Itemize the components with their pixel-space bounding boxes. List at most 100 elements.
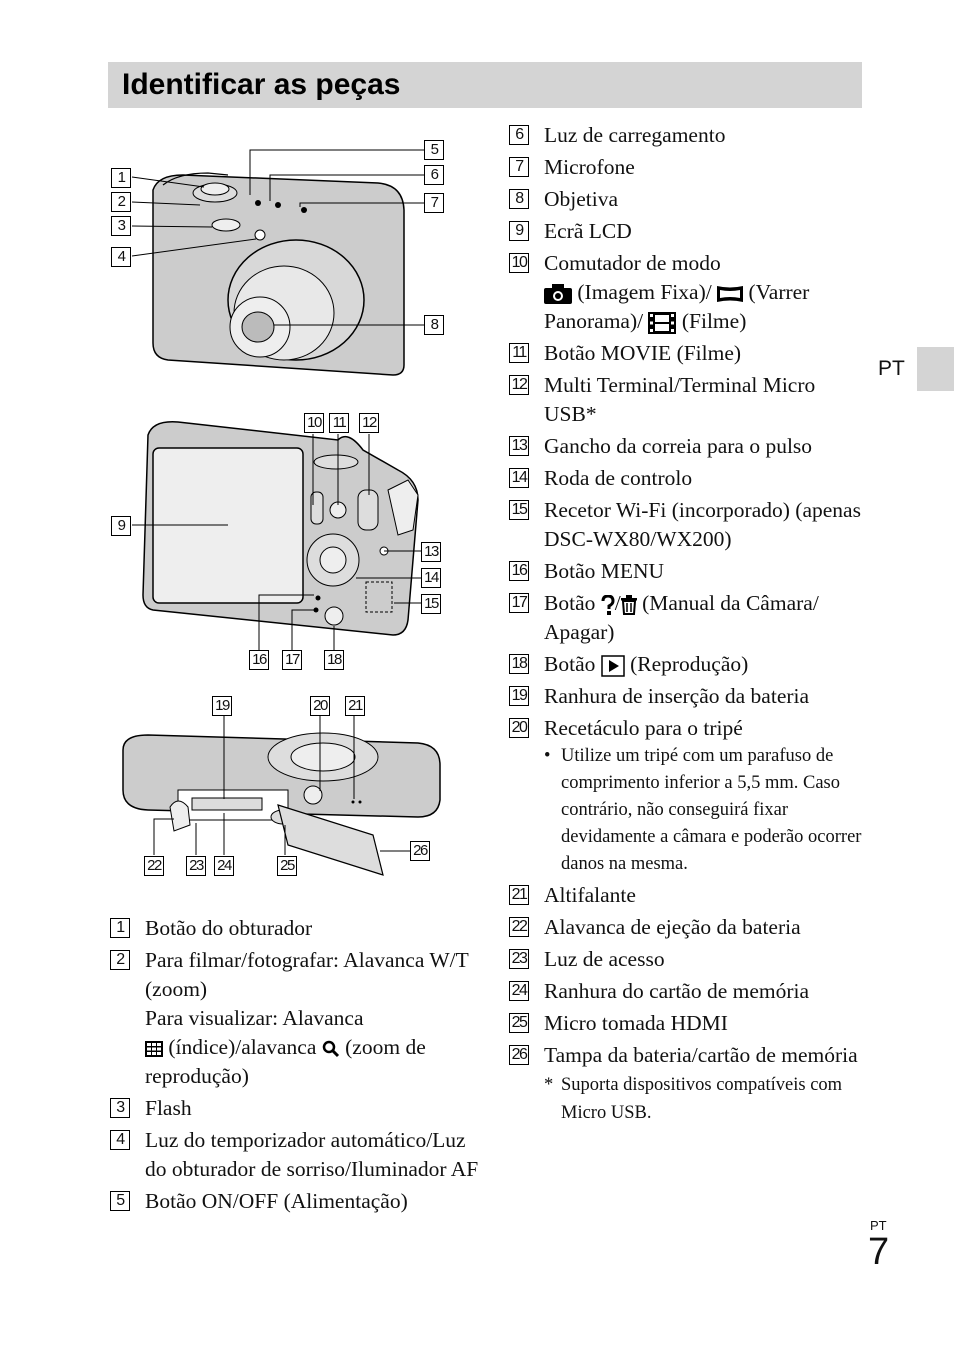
- parts-list-left: 1 Botão do obturador 2 Para filmar/fotog…: [110, 914, 480, 1219]
- item-text: Gancho da correia para o pulso: [544, 434, 813, 458]
- item-text: Botão ON/OFF (Alimentação): [145, 1189, 408, 1213]
- callout-26: 26: [410, 841, 430, 861]
- callout-13: 13: [421, 542, 441, 562]
- list-item: 24 Ranhura do cartão de memória: [509, 977, 869, 1006]
- trash-icon: [620, 595, 637, 616]
- item-text: (zoom de reprodução): [145, 1035, 426, 1088]
- item-number: 15: [509, 500, 529, 520]
- camera-front-illustration: [131, 149, 424, 376]
- callout-17: 17: [282, 650, 302, 670]
- callout-16: 16: [249, 650, 269, 670]
- callout-21: 21: [345, 696, 365, 716]
- item-text-icons: (índice)/alavanca (zoom de reprodução): [145, 1033, 480, 1091]
- item-text: Para visualizar: Alavanca: [145, 1006, 364, 1030]
- callout-9: 9: [111, 516, 131, 536]
- page-lang-label: PT: [870, 1218, 887, 1233]
- item-text: Recetor Wi-Fi (incorporado) (apenas DSC-…: [544, 498, 861, 551]
- item-text: Luz de carregamento: [544, 123, 726, 147]
- item-number: 4: [110, 1130, 130, 1150]
- help-guide-icon: [601, 595, 615, 616]
- camera-still-icon: [544, 284, 572, 305]
- note-text: Utilize um tripé com um parafuso de comp…: [561, 746, 862, 874]
- item-text: Tampa da bateria/cartão de memória: [544, 1043, 858, 1067]
- item-text: Botão MENU: [544, 559, 665, 583]
- item-number: 24: [509, 981, 529, 1001]
- item-number: 22: [509, 917, 529, 937]
- list-item: 20 Recetáculo para o tripé • Utilize um …: [509, 714, 869, 878]
- item-text: Ecrã LCD: [544, 219, 632, 243]
- page-title: Identificar as peças: [122, 68, 401, 101]
- item-text: Botão: [544, 591, 596, 615]
- panorama-icon: [717, 286, 744, 303]
- callout-14: 14: [421, 568, 441, 588]
- item-text: (índice)/alavanca: [168, 1035, 317, 1059]
- side-tab: [917, 347, 954, 391]
- callout-20: 20: [310, 696, 330, 716]
- item-number: 13: [509, 436, 529, 456]
- side-tab-label: PT: [878, 357, 905, 380]
- item-number: 16: [509, 561, 529, 581]
- item-text: Objetiva: [544, 187, 619, 211]
- item-text: Luz de acesso: [544, 947, 665, 971]
- item-number: 19: [509, 686, 529, 706]
- index-grid-icon: [145, 1041, 163, 1058]
- item-number: 1: [110, 918, 130, 938]
- item-text: Para filmar/fotografar: Alavanca W/T (zo…: [145, 948, 469, 1001]
- item-text: Luz do temporizador automático/Luz do ob…: [145, 1128, 479, 1181]
- list-item: 25 Micro tomada HDMI: [509, 1009, 869, 1038]
- item-text: Recetáculo para o tripé: [544, 716, 743, 740]
- callout-12: 12: [359, 413, 379, 433]
- callout-19: 19: [212, 696, 232, 716]
- item-text: Micro tomada HDMI: [544, 1011, 728, 1035]
- list-item: 26 Tampa da bateria/cartão de memória: [509, 1041, 869, 1070]
- item-number: 8: [509, 189, 529, 209]
- item-text: Alavanca de ejeção da bateria: [544, 915, 801, 939]
- callout-7: 7: [424, 193, 444, 213]
- item-number: 26: [509, 1045, 529, 1065]
- item-number: 12: [509, 375, 529, 395]
- item-text: Botão: [544, 652, 596, 676]
- item-number: 18: [509, 654, 529, 674]
- camera-back-illustration: [132, 421, 424, 650]
- list-item: 23 Luz de acesso: [509, 945, 869, 974]
- list-item: 3 Flash: [110, 1094, 480, 1123]
- movie-film-icon: [648, 312, 677, 335]
- item-number: 5: [110, 1191, 130, 1211]
- item-text: Botão do obturador: [145, 916, 313, 940]
- callout-11: 11: [329, 413, 349, 433]
- page-number: 7: [868, 1231, 890, 1273]
- callout-23: 23: [186, 856, 206, 876]
- item-number: 14: [509, 468, 529, 488]
- list-item: 16 Botão MENU: [509, 557, 869, 586]
- item-number: 3: [110, 1098, 130, 1118]
- list-item: 17 Botão / (Manual da Câmara/ Apagar): [509, 589, 869, 647]
- callout-5: 5: [424, 140, 444, 160]
- list-item: 13 Gancho da correia para o pulso: [509, 432, 869, 461]
- item-number: 7: [509, 157, 529, 177]
- callout-1: 1: [111, 168, 131, 188]
- callout-3: 3: [111, 216, 131, 236]
- callout-15: 15: [421, 594, 441, 614]
- item-number: 21: [509, 885, 529, 905]
- item-text: Ranhura do cartão de memória: [544, 979, 810, 1003]
- callout-4: 4: [111, 247, 131, 267]
- item-number: 25: [509, 1013, 529, 1033]
- callout-10: 10: [304, 413, 324, 433]
- callout-25: 25: [277, 856, 297, 876]
- list-item: 2 Para filmar/fotografar: Alavanca W/T (…: [110, 946, 480, 1091]
- section-title-bar: Identificar as peças: [108, 62, 862, 108]
- list-item: 8 Objetiva: [509, 185, 869, 214]
- item-number: 2: [110, 950, 130, 970]
- callout-6: 6: [424, 165, 444, 185]
- item-text: (Filme): [681, 309, 747, 333]
- list-item: 22 Alavanca de ejeção da bateria: [509, 913, 869, 942]
- item-text: Botão MOVIE (Filme): [544, 341, 742, 365]
- footnote-text: Suporta dispositivos compatíveis com Mic…: [561, 1075, 843, 1123]
- item-number: 23: [509, 949, 529, 969]
